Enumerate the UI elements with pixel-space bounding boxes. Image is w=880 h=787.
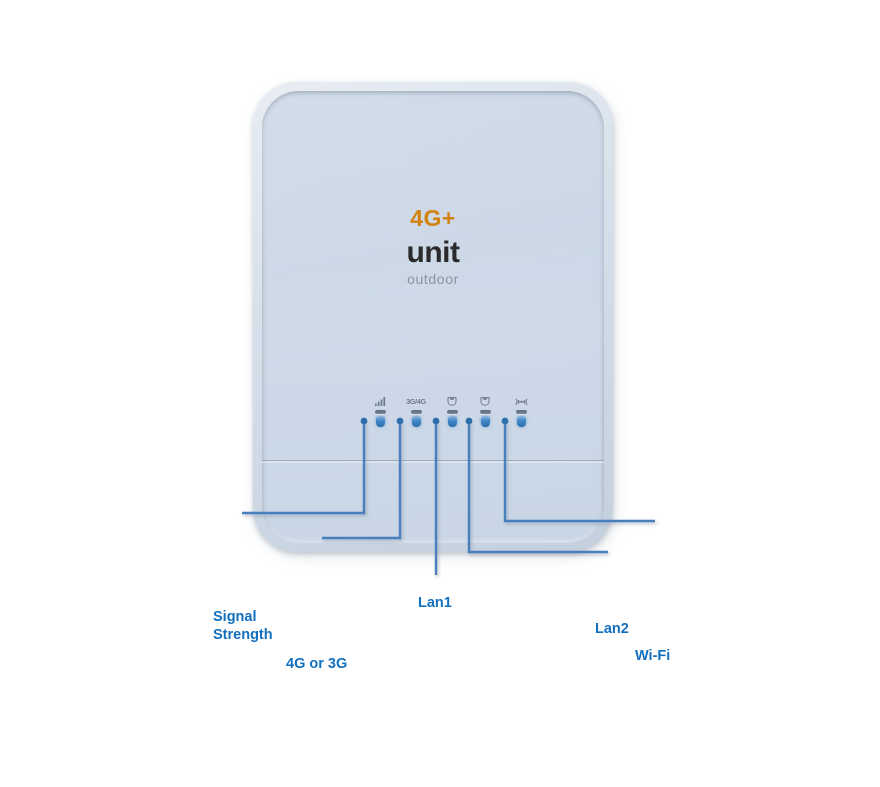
callout-label-wifi: Wi-Fi	[635, 648, 671, 664]
led-lamp-network-mode	[411, 416, 421, 427]
led-indicator-cluster: 3G/4G	[363, 393, 528, 433]
led-signal-strength	[363, 393, 397, 427]
led-lamp-wifi	[516, 416, 526, 427]
3g4g-text-icon: 3G/4G	[399, 393, 433, 406]
led-lan2	[468, 393, 502, 427]
led-slot	[374, 410, 386, 414]
device-bezel: 4G+ unit outdoor	[253, 82, 613, 552]
ethernet-port-icon	[435, 393, 469, 406]
led-slot	[446, 410, 458, 414]
router-device: 4G+ unit outdoor	[253, 82, 619, 558]
ethernet-port-icon	[468, 393, 502, 406]
device-seam-line	[262, 460, 604, 463]
callout-label-signal-strength: Signal Strength	[213, 609, 273, 643]
callout-label-4g-or-3g: 4G or 3G	[286, 656, 348, 672]
device-front-face: 4G+ unit outdoor	[262, 91, 604, 543]
brand-name: unit	[406, 236, 460, 269]
signal-bars-icon	[363, 393, 397, 406]
led-slot	[479, 410, 491, 414]
led-wifi	[504, 393, 538, 427]
device-branding: 4G+ unit outdoor	[262, 205, 604, 287]
led-slot	[410, 410, 422, 414]
led-lamp-signal-strength	[375, 416, 385, 427]
led-network-mode-text: 3G/4G	[406, 399, 426, 406]
brand-subtitle: outdoor	[407, 271, 459, 287]
callout-label-lan1: Lan1	[418, 595, 452, 611]
led-lamp-lan1	[447, 416, 457, 427]
led-lamp-lan2	[480, 416, 490, 427]
led-slot	[515, 410, 527, 414]
brand-tagline: 4G+	[410, 205, 456, 231]
led-network-mode: 3G/4G	[399, 393, 433, 427]
wifi-icon	[504, 393, 538, 406]
led-lan1	[435, 393, 469, 427]
callout-label-lan2: Lan2	[595, 621, 629, 637]
